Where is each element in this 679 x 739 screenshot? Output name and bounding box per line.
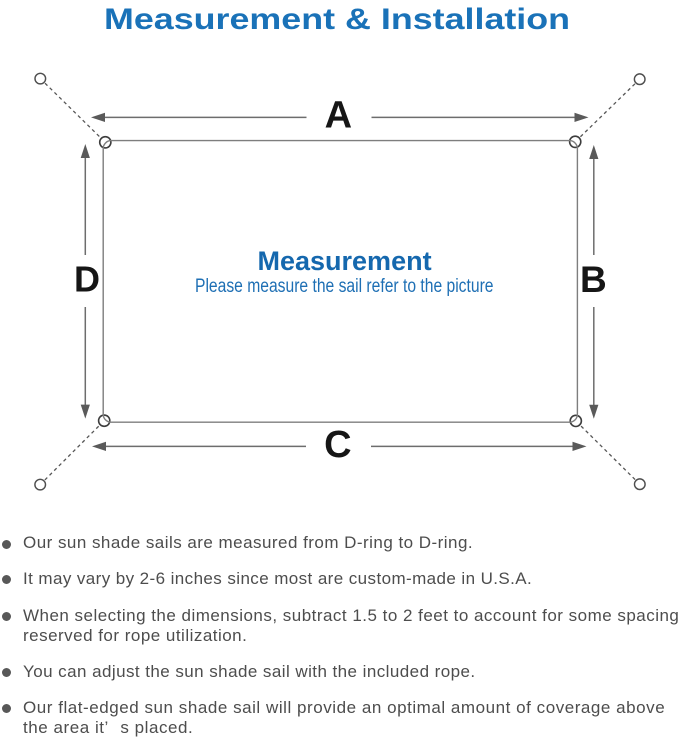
svg-text:A: A: [325, 95, 352, 137]
svg-text:B: B: [580, 259, 607, 300]
svg-text:C: C: [324, 424, 351, 466]
svg-text:D: D: [74, 259, 100, 300]
